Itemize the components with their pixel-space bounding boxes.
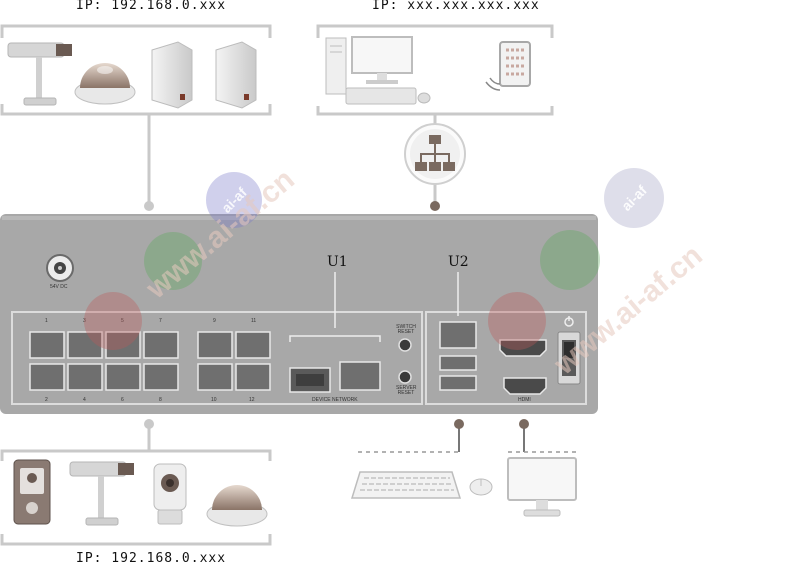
switch-reset-label: SWITCH RESET bbox=[396, 324, 416, 335]
server-reset-label: SERVER RESET bbox=[396, 385, 417, 396]
usb-ports bbox=[439, 355, 477, 391]
desktop-computer-icon bbox=[325, 36, 431, 105]
u2-label: U2 bbox=[448, 254, 469, 270]
sfp-port bbox=[289, 367, 331, 393]
power-connector-icon bbox=[46, 254, 74, 282]
top-left-ip-label: IP: 192.168.0.xxx bbox=[76, 0, 227, 13]
top-right-ip-label: IP: xxx.xxx.xxx.xxx bbox=[372, 0, 540, 13]
port-label-10: 10 bbox=[211, 397, 217, 403]
connection-lines bbox=[144, 114, 578, 453]
port-label-2: 2 bbox=[45, 397, 48, 403]
wall-sensor-icon-1 bbox=[151, 41, 193, 109]
u1-label: U1 bbox=[327, 254, 348, 270]
hdmi-ports bbox=[499, 339, 547, 395]
port-label-12: 12 bbox=[249, 397, 255, 403]
dome-camera-icon bbox=[74, 63, 136, 105]
bottom-bracket bbox=[0, 449, 272, 546]
power-label: 54V DC bbox=[50, 284, 68, 290]
reset-buttons bbox=[398, 338, 412, 384]
cube-camera-icon bbox=[153, 463, 187, 525]
top-left-bracket bbox=[0, 24, 272, 116]
port-label-3: 3 bbox=[83, 318, 86, 324]
port-label-8: 8 bbox=[159, 397, 162, 403]
port-label-1: 1 bbox=[45, 318, 48, 324]
monitor-icon bbox=[507, 457, 577, 517]
dome-camera-icon-bottom bbox=[206, 485, 268, 527]
device-network-label: DEVICE NETWORK bbox=[312, 397, 358, 403]
wall-sensor-icon-2 bbox=[215, 41, 257, 109]
u1-pointer bbox=[289, 272, 381, 342]
network-switch-icon bbox=[404, 123, 466, 185]
bottom-ip-label: IP: 192.168.0.xxx bbox=[76, 551, 227, 566]
keyboard-mouse-icon bbox=[350, 471, 493, 499]
port-label-11: 11 bbox=[251, 318, 257, 324]
port-label-5: 5 bbox=[121, 318, 124, 324]
port-label-7: 7 bbox=[159, 318, 162, 324]
ethernet-ports bbox=[29, 321, 477, 391]
bullet-camera-icon-bottom bbox=[69, 461, 134, 526]
power-switch bbox=[557, 316, 581, 385]
tablet-icon bbox=[485, 41, 531, 91]
port-label-9: 9 bbox=[213, 318, 216, 324]
door-station-icon bbox=[13, 459, 51, 525]
bullet-camera-icon bbox=[7, 42, 72, 106]
hdmi-label: HDMI bbox=[518, 397, 531, 403]
port-label-6: 6 bbox=[121, 397, 124, 403]
port-label-4: 4 bbox=[83, 397, 86, 403]
